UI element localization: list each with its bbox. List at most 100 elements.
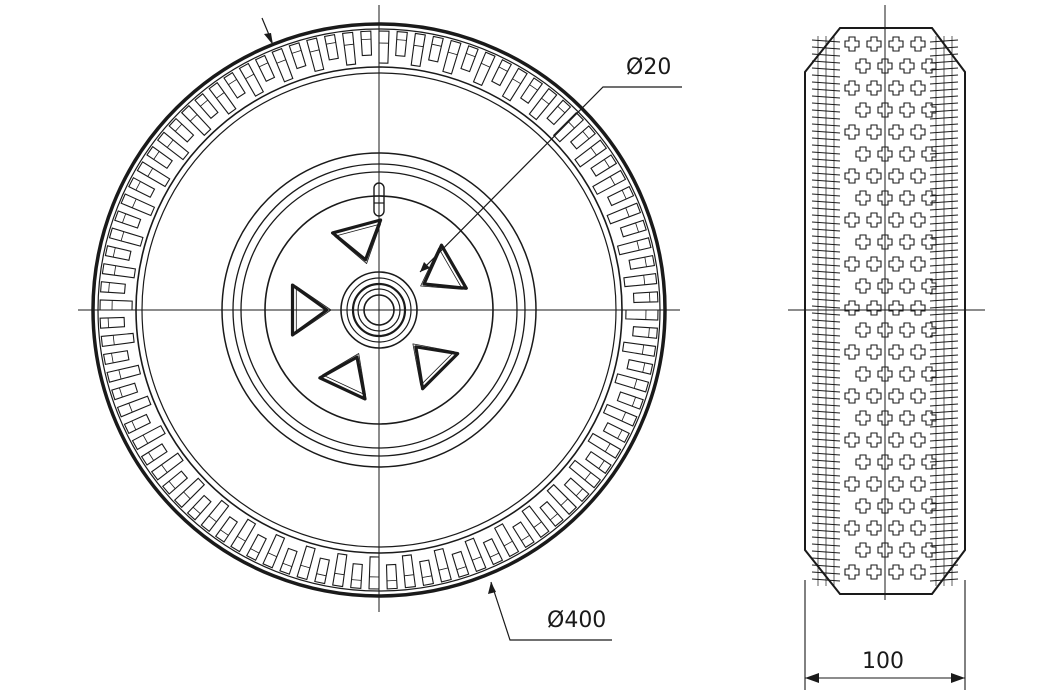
tire-sidewall-line (141, 72, 617, 548)
tread-cross-pattern (844, 36, 937, 580)
tread-groove (567, 120, 575, 129)
wheel-diameter-callout: Ø400 (261, 17, 612, 641)
tread-block (100, 281, 126, 294)
tread-block (150, 452, 184, 481)
tread-cross (866, 80, 882, 96)
tread-cross (866, 124, 882, 140)
tread-cross (866, 36, 882, 52)
tread-groove (603, 159, 610, 168)
tread-groove (557, 106, 566, 114)
tread-groove (413, 44, 424, 48)
tread-groove (642, 362, 646, 373)
tread-cross (866, 256, 882, 272)
tread-cross (910, 344, 926, 360)
tread-block (271, 47, 294, 83)
rim-ring-3 (240, 171, 518, 449)
tread-block (395, 31, 408, 57)
tread-groove (404, 574, 414, 577)
tread-cross (921, 58, 937, 74)
tread-cross (899, 498, 915, 514)
valve-stem (373, 182, 385, 217)
tread-cross (866, 520, 882, 536)
spoke-hole (422, 243, 468, 290)
tread-cross (888, 36, 904, 52)
tread-block (238, 62, 265, 97)
tread-block (99, 316, 126, 329)
tread-block (306, 37, 325, 73)
tread-cross (910, 124, 926, 140)
tread-cross (910, 80, 926, 96)
tread-cross (877, 454, 893, 470)
tread-block (574, 139, 608, 168)
tread-block (173, 477, 206, 509)
tread-groove (631, 396, 636, 407)
tread-groove (533, 521, 542, 528)
tread-cross (899, 190, 915, 206)
tread-block (156, 131, 190, 161)
tread-block (433, 547, 452, 583)
wheel-diameter-label: Ø400 (547, 608, 606, 633)
tread-groove (472, 556, 482, 561)
tread-groove (192, 506, 201, 514)
tread-groove (503, 540, 513, 547)
tread-cross (866, 168, 882, 184)
tread-cross (899, 542, 915, 558)
tread-block (180, 104, 212, 137)
rim-spoke-holes (290, 218, 468, 401)
tread-cross (844, 80, 860, 96)
tread-cross (899, 454, 915, 470)
tread-groove (128, 403, 133, 413)
tread-block (106, 364, 142, 383)
tread-groove (208, 515, 217, 523)
tread-block (528, 87, 558, 121)
tread-cross (855, 454, 871, 470)
tread-cross (877, 58, 893, 74)
tread-cross (888, 80, 904, 96)
tread-cross (888, 168, 904, 184)
tread-cross (910, 300, 926, 316)
tread-groove (481, 62, 491, 68)
tread-cross (877, 146, 893, 162)
tread-block (519, 77, 544, 104)
tread-groove (113, 265, 117, 276)
tread-block (512, 521, 535, 549)
tread-cross (910, 432, 926, 448)
tread-block (521, 505, 550, 539)
spoke-hole (331, 218, 383, 262)
tread-block (590, 154, 618, 177)
tread-groove (183, 491, 191, 500)
tread-pattern-front (99, 30, 659, 590)
spoke-hole-inner (295, 285, 332, 335)
tread-cross (888, 124, 904, 140)
side-view: 100 (788, 5, 985, 690)
tread-groove (582, 131, 590, 140)
tread-block (230, 518, 257, 553)
tread-block (136, 161, 171, 188)
tire-width-label: 100 (862, 649, 904, 674)
tread-block (616, 237, 652, 256)
tread-inner-edge (135, 66, 623, 554)
tread-groove (604, 443, 611, 452)
tread-groove (344, 43, 354, 46)
tread-cross (877, 366, 893, 382)
tread-block (460, 45, 479, 73)
tread-block (602, 403, 638, 427)
tread-cross (866, 388, 882, 404)
tread-groove (498, 66, 508, 72)
spoke-hole (318, 355, 367, 401)
tread-cross (855, 366, 871, 382)
tread-block (626, 359, 654, 375)
tread-groove (216, 92, 225, 99)
tread-block (602, 422, 630, 444)
tread-block (621, 341, 657, 357)
tread-block (116, 395, 152, 418)
tread-groove (633, 378, 638, 389)
tread-groove (584, 472, 592, 481)
spoke-hole-inner (412, 343, 455, 386)
tread-groove (200, 99, 209, 107)
tread-block (101, 263, 137, 279)
tread-cross (910, 256, 926, 272)
tread-cross (910, 520, 926, 536)
tread-groove (166, 139, 174, 148)
tread-cross (910, 388, 926, 404)
